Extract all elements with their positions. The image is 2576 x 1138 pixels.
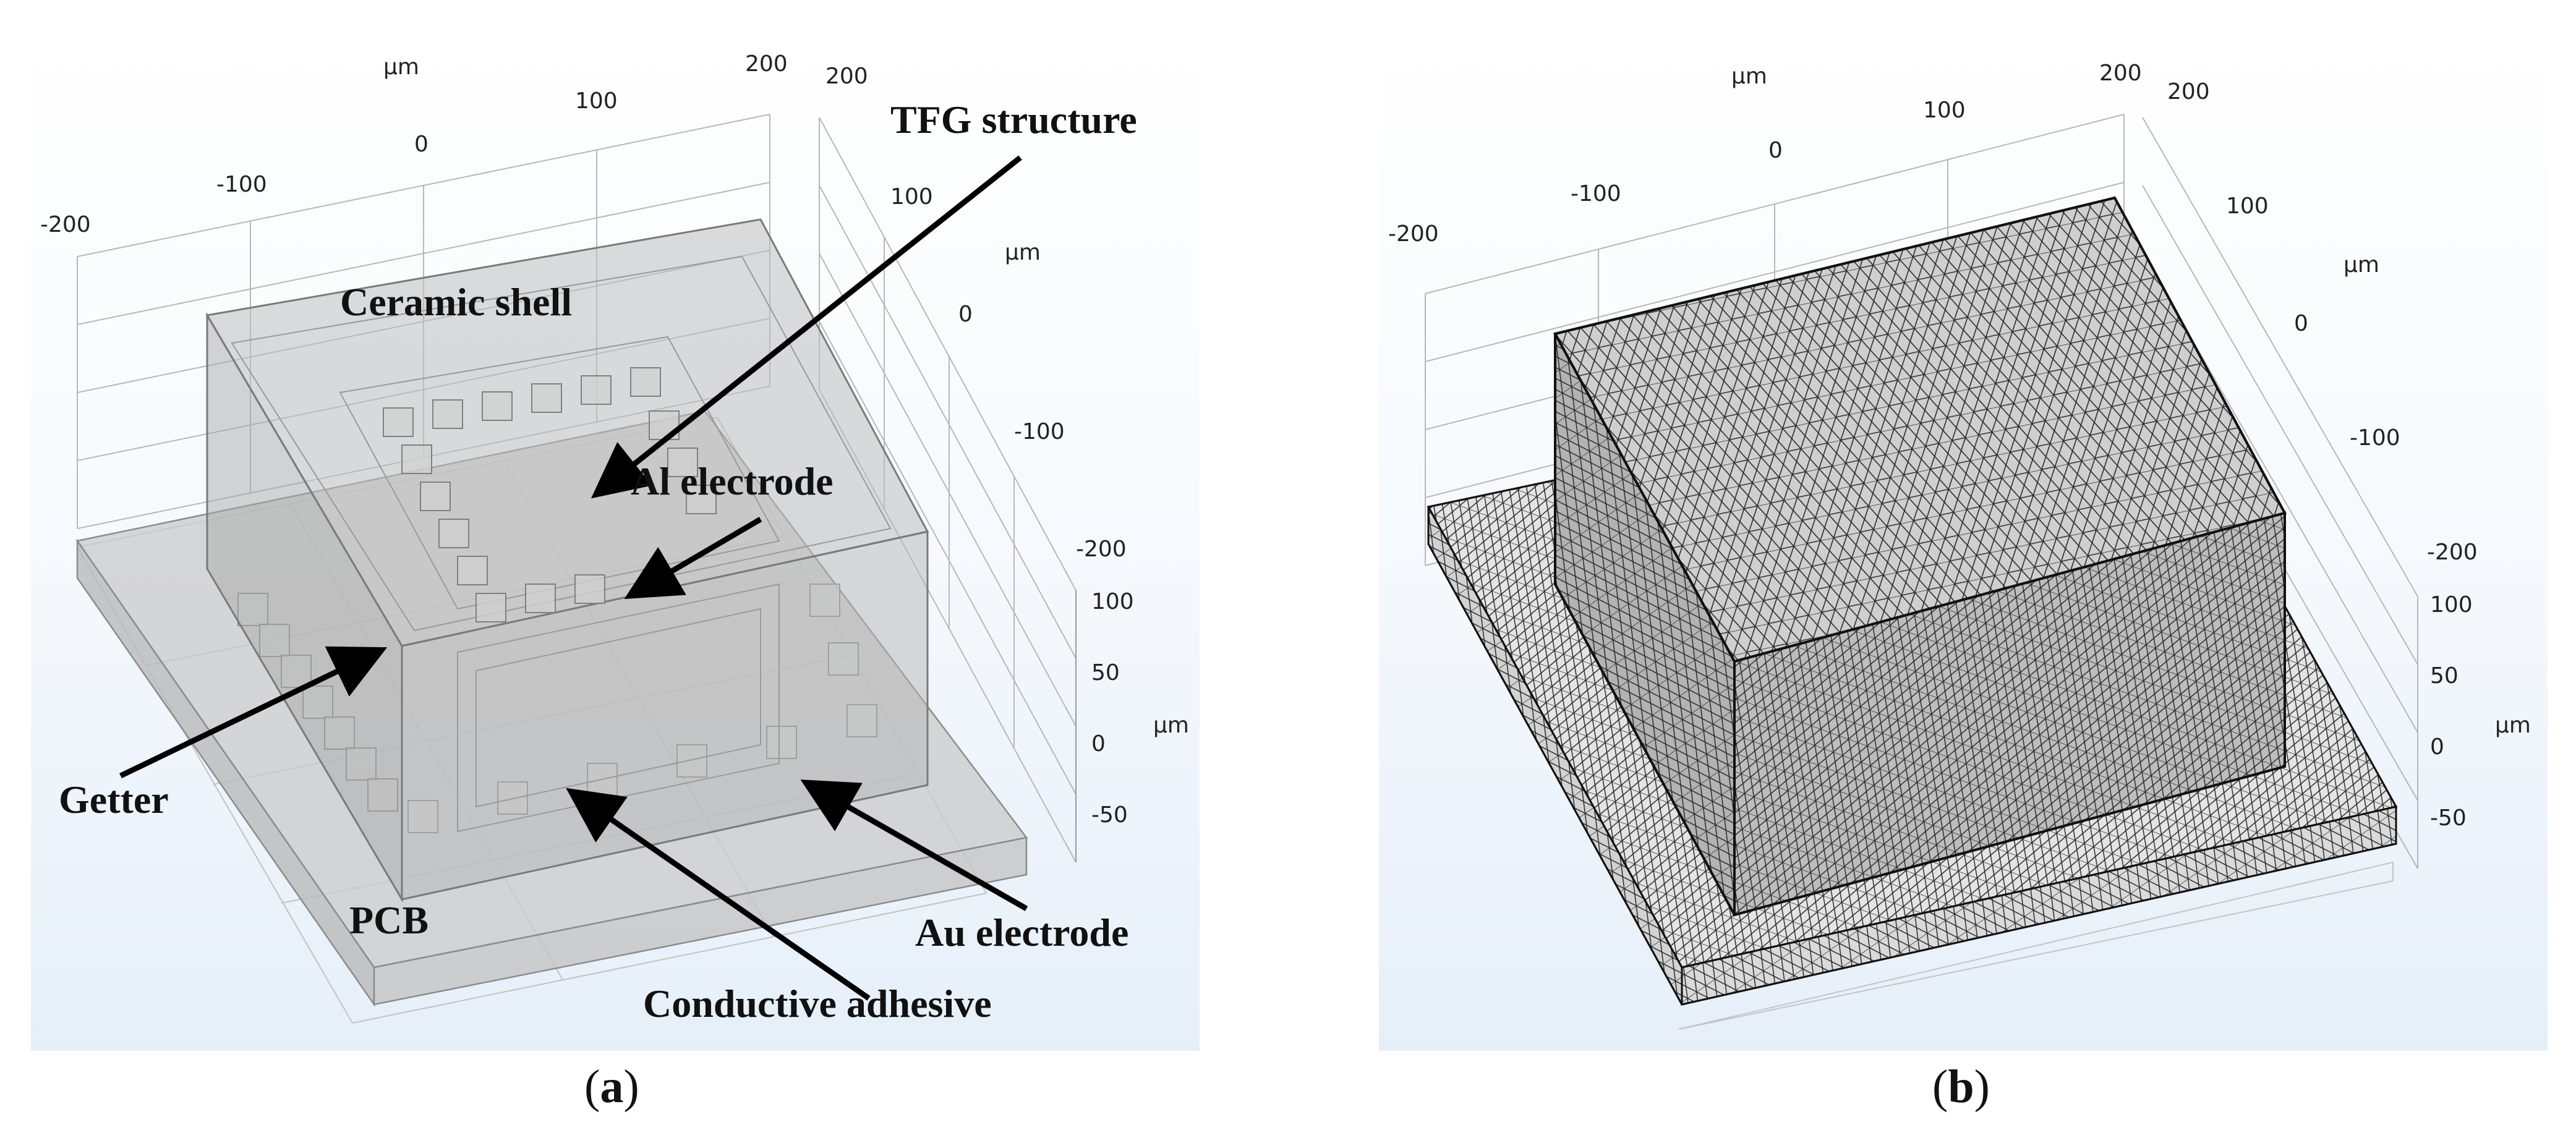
panel-b-y-ticks: 200 100 0 -100 -200 μm: [2167, 79, 2478, 565]
x-tick: -200: [40, 212, 91, 237]
panel-b-floor-grid: [1678, 862, 2394, 1030]
x-tick: -100: [1571, 181, 1621, 206]
z-unit: μm: [2495, 713, 2531, 738]
y-tick: -100: [1014, 419, 1065, 444]
y-unit: μm: [2344, 252, 2379, 278]
y-tick: 0: [958, 302, 973, 327]
y-tick: -100: [2350, 425, 2400, 451]
panel-b-z-ticks: 100 50 0 -50 μm: [2430, 592, 2531, 831]
y-tick: 100: [2226, 193, 2269, 219]
z-tick: 50: [1091, 660, 1120, 686]
z-tick: 50: [2430, 663, 2459, 689]
panel-a-z-ticks: 100 50 0 -50 μm: [1075, 589, 1189, 862]
z-tick: -50: [2430, 805, 2467, 831]
getter-cavity: [339, 336, 780, 833]
y-tick: -200: [1076, 537, 1127, 562]
x-tick: 200: [2099, 61, 2142, 86]
panel-a-x-ticks: -200 -100 0 100 200 μm: [40, 51, 788, 237]
label-al-electrode: Al electrode: [631, 459, 834, 503]
panel-a-y-ticks: 200 100 0 -100 -200 μm: [825, 64, 1127, 562]
z-unit: μm: [1153, 713, 1189, 738]
x-unit: μm: [1731, 64, 1767, 89]
y-tick: 100: [890, 184, 933, 210]
y-tick: -200: [2427, 540, 2478, 565]
annotation-labels: TFG structure Ceramic shell Al electrode…: [59, 98, 1137, 1025]
arrow-tfg-structure: [591, 155, 1022, 499]
shell-mesh: [1553, 196, 2287, 917]
x-tick: 0: [414, 132, 429, 157]
y-tick: 200: [2167, 79, 2210, 104]
panel-a-svg: -200 -100 0 100 200 μm 200 100 0 -100 -2…: [40, 51, 1189, 1025]
x-tick: -100: [216, 172, 267, 197]
label-conductive-adhesive: Conductive adhesive: [643, 982, 992, 1025]
y-tick: 200: [825, 64, 868, 89]
z-tick: 0: [2430, 734, 2444, 760]
x-tick: 100: [575, 88, 618, 114]
arrow-al-electrode: [624, 517, 762, 600]
x-tick: 100: [1923, 98, 1966, 123]
panel-a-model-view: -200 -100 0 100 200 μm 200 100 0 -100 -2…: [31, 34, 1200, 1051]
y-tick: 0: [2294, 311, 2308, 336]
y-unit: μm: [1005, 240, 1041, 265]
arrow-conductive-adhesive: [566, 788, 871, 1001]
annotation-arrows: [119, 155, 1028, 1001]
panel-a-side-grid: [819, 117, 1077, 863]
z-tick: 100: [2430, 592, 2473, 618]
x-tick: -200: [1388, 221, 1439, 247]
arrow-au-electrode: [800, 779, 1028, 911]
panel-b-svg: -200 -100 0 100 200 μm 200 100 0 -100 -2…: [1388, 61, 2531, 1030]
arrow-getter: [119, 646, 388, 779]
z-tick: -50: [1091, 802, 1128, 828]
panel-b-mesh-view: -200 -100 0 100 200 μm 200 100 0 -100 -2…: [1379, 34, 2548, 1051]
caption-b: (b): [1932, 1061, 1990, 1113]
z-tick: 0: [1091, 731, 1106, 757]
panel-b-x-ticks: -200 -100 0 100 200 μm: [1388, 61, 2142, 247]
x-tick: 0: [1768, 138, 1783, 163]
z-tick: 100: [1091, 589, 1134, 614]
label-getter: Getter: [59, 778, 169, 822]
label-ceramic-shell: Ceramic shell: [340, 280, 572, 324]
al-electrode-pads: [383, 367, 717, 622]
label-pcb: PCB: [349, 898, 429, 942]
x-unit: μm: [383, 54, 419, 80]
caption-b-letter: b: [1948, 1061, 1974, 1113]
caption-a-letter: a: [600, 1061, 624, 1113]
caption-a: (a): [584, 1061, 639, 1113]
x-tick: 200: [745, 51, 788, 77]
label-au-electrode: Au electrode: [915, 911, 1128, 954]
ceramic-shell: [205, 218, 929, 903]
label-tfg-structure: TFG structure: [890, 98, 1137, 142]
